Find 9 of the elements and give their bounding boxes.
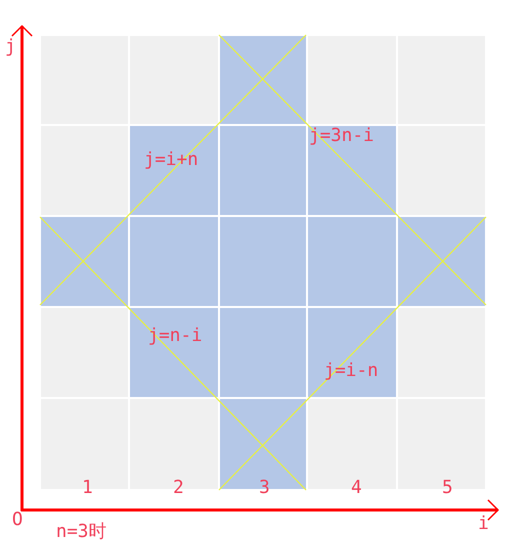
column-number: 3 <box>259 478 270 498</box>
column-number: 1 <box>82 478 93 498</box>
column-number: 4 <box>351 478 362 498</box>
origin-label: O <box>12 510 23 530</box>
column-number: 2 <box>173 478 184 498</box>
column-number: 5 <box>442 478 453 498</box>
axis-label: i <box>478 514 489 534</box>
note: n=3时 <box>56 522 107 542</box>
axis-label: j <box>5 37 16 57</box>
